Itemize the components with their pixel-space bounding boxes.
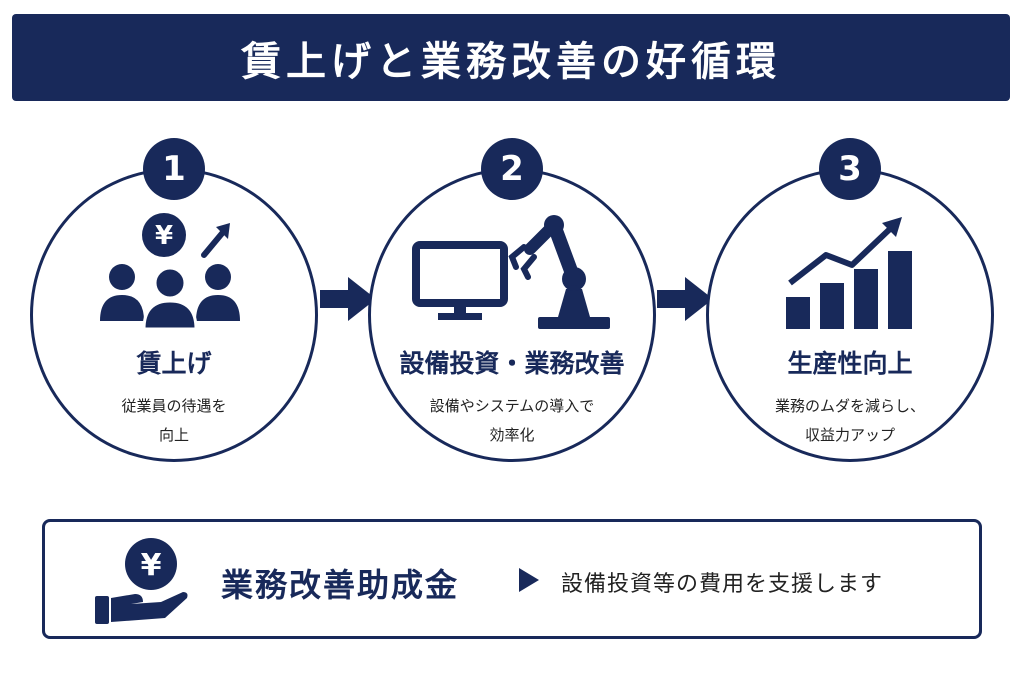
step-2-desc-line2: 効率化 [489,426,535,444]
yen-hand-icon: ¥ [91,536,191,632]
step-3-desc-line1: 業務のムダを減らし、 [774,397,925,415]
subsidy-description: 設備投資等の費用を支援します [561,572,884,597]
step-2-number: 2 [481,138,543,200]
step-3-description: 業務のムダを減らし、 収益力アップ [729,392,971,450]
arrow-right-icon [657,277,713,325]
step-1-desc-line1: 従業員の待遇を [121,397,227,415]
step-1-description: 従業員の待遇を 向上 [53,392,295,450]
wage-raise-icon: ¥ [33,213,315,333]
svg-text:¥: ¥ [155,221,173,251]
step-2-circle: 2 設備投資・業務改善 設備やシステムの導入で 効率化 [368,138,656,462]
arrow-right-icon [320,277,376,325]
equipment-icon [371,213,653,333]
step-3-title: 生産性向上 [787,349,913,378]
subsidy-box: ¥ 業務改善助成金 設備投資等の費用を支援します [42,519,982,639]
subsidy-name: 業務改善助成金 [221,566,460,604]
step-1-desc-line2: 向上 [158,426,189,444]
growth-chart-icon [709,213,991,333]
page-title: 賃上げと業務改善の好循環 [241,38,781,85]
step-1-number: 1 [143,138,205,200]
title-banner: 賃上げと業務改善の好循環 [12,14,1010,101]
step-2-description: 設備やシステムの導入で 効率化 [391,392,633,450]
step-3-desc-line2: 収益力アップ [804,426,895,444]
step-1-circle: 1 ¥ 賃上げ 従業員の待遇を 向上 [30,138,318,462]
yen-symbol: ¥ [141,548,162,583]
step-1-title: 賃上げ [136,349,212,378]
step-2-title: 設備投資・業務改善 [399,349,625,378]
step-3-circle: 3 生産性向上 業務のムダを減らし、 収益力アップ [706,138,994,462]
step-2-desc-line1: 設備やシステムの導入で [429,397,595,415]
triangle-right-icon [519,568,539,596]
step-3-number: 3 [819,138,881,200]
